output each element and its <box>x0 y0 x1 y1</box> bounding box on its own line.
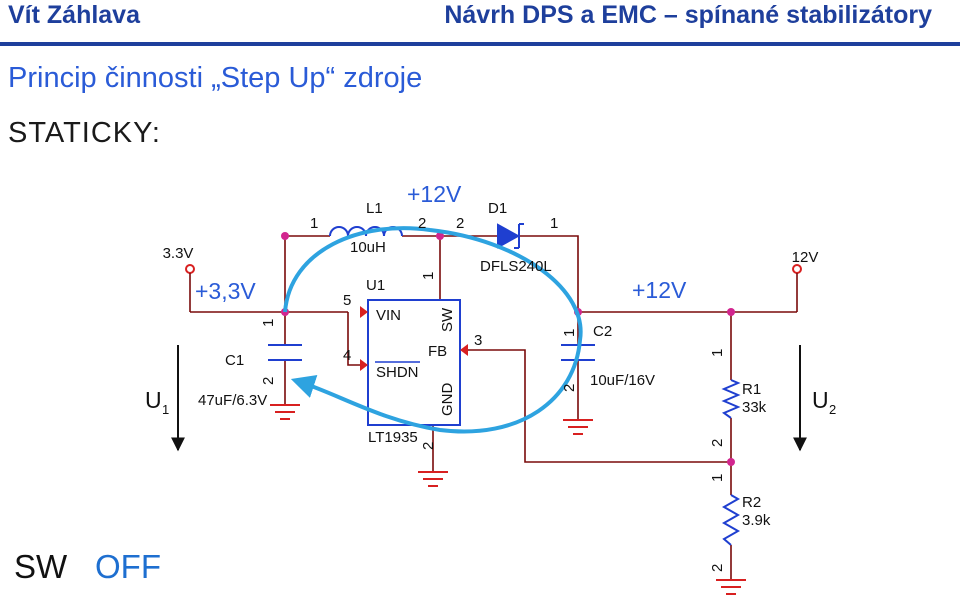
r1-ref: R1 <box>742 381 761 398</box>
switch-state: OFF <box>95 548 161 585</box>
ic-fb-pin: FB <box>428 343 447 360</box>
d1-pin2: 2 <box>456 215 464 232</box>
switch-label: SW <box>14 548 68 585</box>
l1-pin1: 1 <box>310 215 318 232</box>
c2-pin2: 2 <box>561 384 578 392</box>
r2-pin2: 2 <box>709 564 726 572</box>
d1-pin1: 1 <box>550 215 558 232</box>
c2-value: 10uF/16V <box>590 372 655 389</box>
d1-ref: D1 <box>488 200 507 217</box>
resistor-r1 <box>721 379 741 419</box>
r2-ref: R2 <box>742 494 761 511</box>
u2-symbol: U <box>812 387 829 413</box>
c1-pin2: 2 <box>260 377 277 385</box>
wires <box>190 235 797 580</box>
output-port <box>792 264 802 274</box>
c2-ref: C2 <box>593 323 612 340</box>
c1-value: 47uF/6.3V <box>198 392 267 409</box>
l1-ref: L1 <box>366 200 383 217</box>
capacitor-c1 <box>268 344 302 361</box>
ic-gnd-pin: GND <box>439 383 456 417</box>
l1-pin2: 2 <box>418 215 426 232</box>
net-in-name: +3,3V <box>195 278 256 304</box>
r1-pin2: 2 <box>709 439 726 447</box>
net-out-label: 12V <box>792 249 819 266</box>
header-divider <box>0 42 960 46</box>
c1-pin1: 1 <box>260 319 277 327</box>
ground-symbols <box>270 404 746 595</box>
ic-vin-pin: VIN <box>376 307 401 324</box>
ic-pin-sw-number: 1 <box>420 272 437 280</box>
course-title: Návrh DPS a EMC – spínané stabilizátory <box>444 1 932 29</box>
u1-subscript: 1 <box>162 402 169 417</box>
r2-value: 3.9k <box>742 512 771 529</box>
author-name: Vít Záhlava <box>8 1 140 29</box>
diode-d1 <box>497 223 524 249</box>
ic-pin-gnd-number: 2 <box>420 442 437 450</box>
net-in-label: 3.3V <box>163 245 194 262</box>
r2-pin1: 1 <box>709 474 726 482</box>
c1-ref: C1 <box>225 352 244 369</box>
l1-value: 10uH <box>350 239 386 256</box>
slide-subtitle: Princip činnosti „Step Up“ zdroje <box>8 62 423 94</box>
current-loop <box>283 226 583 434</box>
d1-value: DFLS240L <box>480 258 552 275</box>
net-out-name: +12V <box>632 277 687 303</box>
ic-pin-vin-number: 5 <box>343 292 351 309</box>
ic-part: LT1935 <box>368 429 418 446</box>
mode-label: STATICKY: <box>8 117 161 149</box>
u1-symbol: U <box>145 387 162 413</box>
ic-sw-pin: SW <box>439 307 456 332</box>
pin-arrows <box>360 306 468 371</box>
ic-ref: U1 <box>366 277 385 294</box>
input-port <box>185 264 195 274</box>
u2-subscript: 2 <box>829 402 836 417</box>
ic-pin-shdn-number: 4 <box>343 347 351 364</box>
ic-shdn-pin: SHDN <box>376 364 419 381</box>
net-sw-name: +12V <box>407 181 462 207</box>
resistor-r2 <box>721 494 741 546</box>
r1-value: 33k <box>742 399 767 416</box>
c2-pin1: 1 <box>561 329 578 337</box>
r1-pin1: 1 <box>709 349 726 357</box>
ic-pin-fb-number: 3 <box>474 332 482 349</box>
